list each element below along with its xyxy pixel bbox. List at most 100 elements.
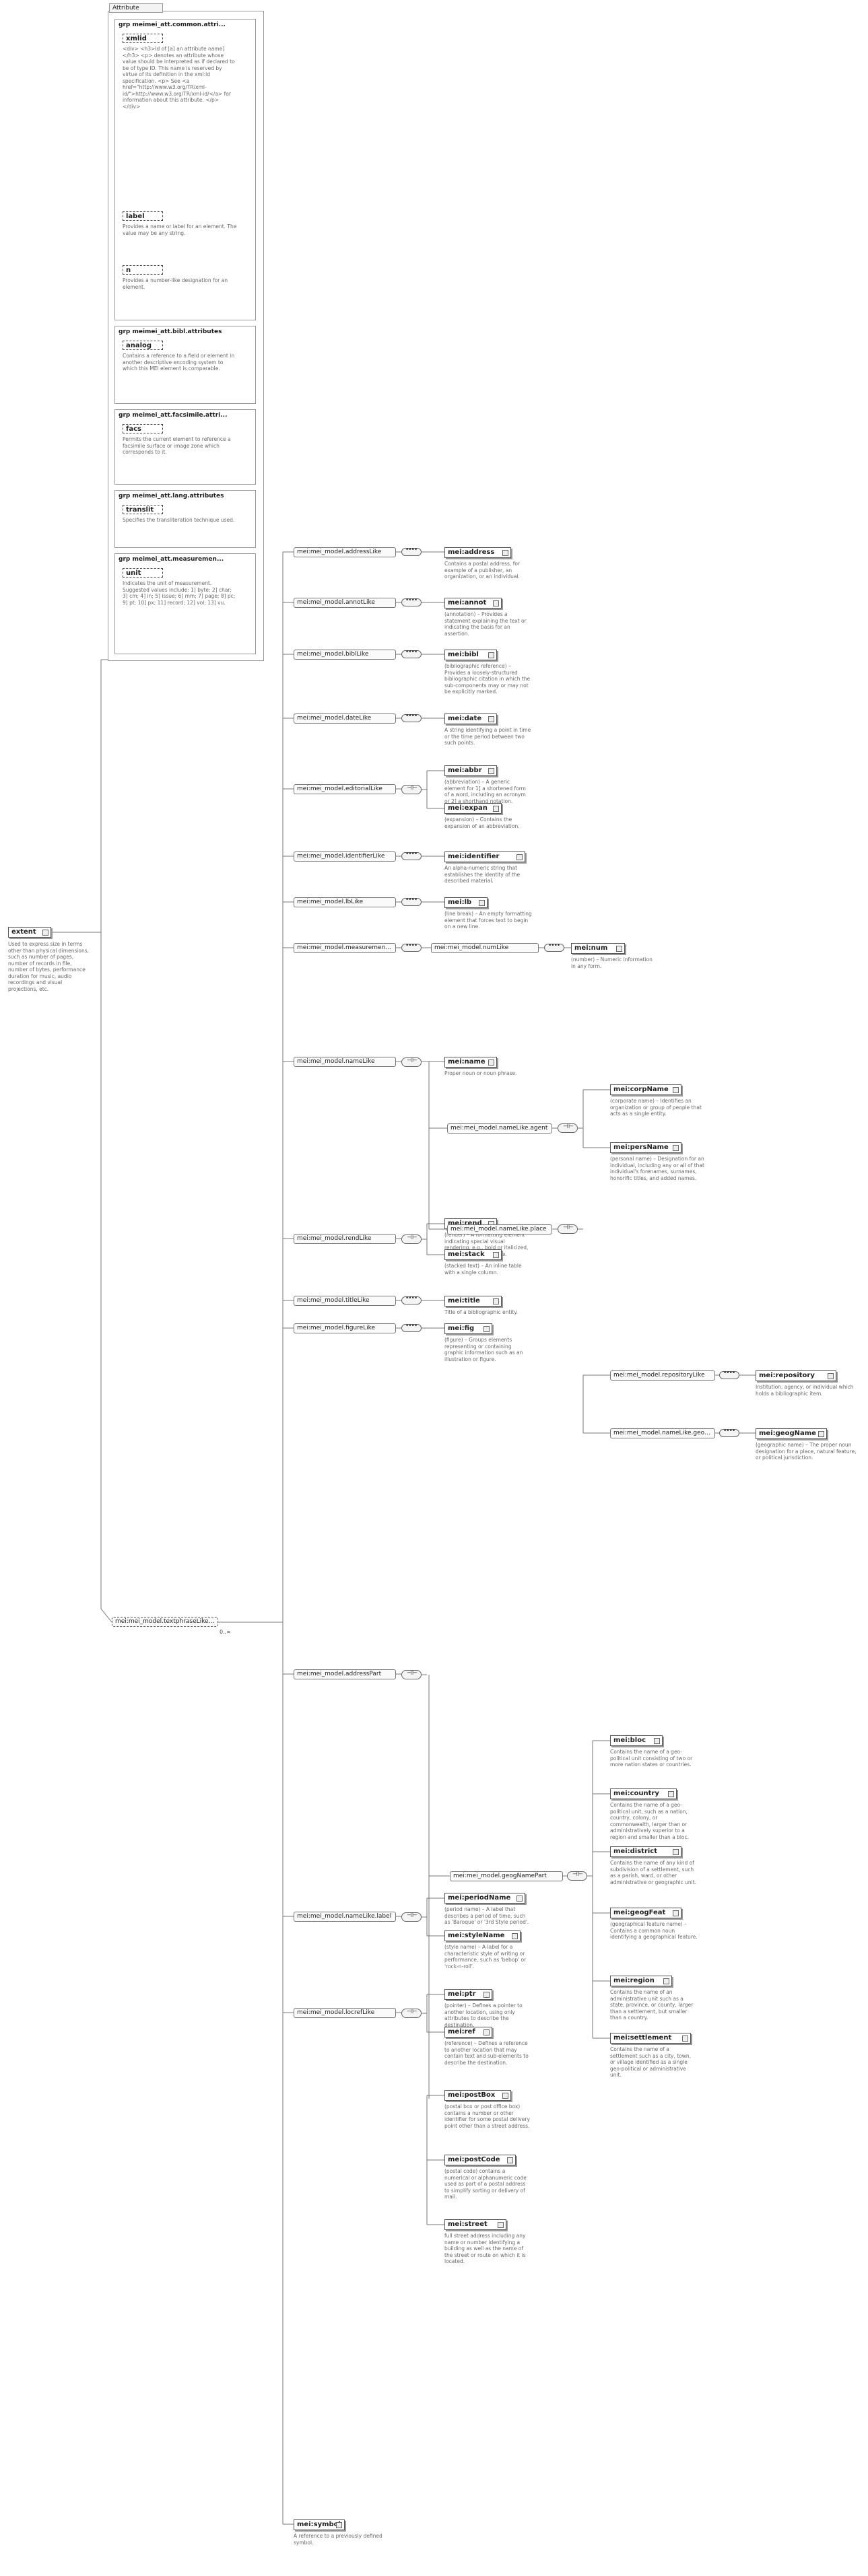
model-group-place-sub[interactable]: mei:mei_model.nameLike.geogName: [610, 1428, 715, 1438]
element-description: (geographic name) – The proper noun desi…: [756, 1442, 857, 1461]
choice-compositor: [401, 1057, 422, 1067]
model-group-nameLike-sub[interactable]: mei:mei_model.nameLike.agent: [447, 1123, 552, 1134]
element-description: Contains the name of any kind of subdivi…: [610, 1860, 697, 1885]
model-group-locrefLike[interactable]: mei:mei_model.locrefLike: [294, 2008, 396, 2018]
element-expan[interactable]: mei:expan: [444, 803, 502, 814]
choice-compositor: [558, 1224, 578, 1234]
element-description: (expansion) – Contains the expansion of …: [444, 816, 520, 829]
attribute-name[interactable]: facs: [123, 424, 163, 433]
model-group-numLike[interactable]: mei:mei_model.numLike: [431, 943, 539, 953]
attribute-description: <div> <h3>Id of [a] an attribute name]</…: [123, 46, 235, 110]
element-abbr[interactable]: mei:abbr: [444, 765, 497, 776]
attribute-description: Contains a reference to a field or eleme…: [123, 353, 235, 372]
element-description: Contains the name of a geo-political uni…: [610, 1749, 693, 1768]
model-group-biblLike[interactable]: mei:mei_model.biblLike: [294, 650, 396, 660]
attribute-name[interactable]: translit: [123, 505, 163, 514]
element-description: Contains the name of an administrative u…: [610, 1989, 694, 2021]
sequence-compositor: [544, 942, 564, 952]
attribute-name[interactable]: xmlid: [123, 34, 163, 43]
element-district[interactable]: mei:district: [610, 1846, 681, 1857]
element-postBox[interactable]: mei:postBox: [444, 2090, 511, 2101]
attribute-name[interactable]: label: [123, 211, 163, 221]
model-group-place-sub[interactable]: mei:mei_model.repositoryLike: [610, 1370, 715, 1381]
element-name[interactable]: mei:name: [444, 1057, 497, 1068]
sequence-compositor: [719, 1428, 739, 1437]
attribute-group-title: grp meimei_att.common.attri...: [119, 22, 226, 28]
model-group-titleLike[interactable]: mei:mei_model.titleLike: [294, 1296, 396, 1306]
element-settlement[interactable]: mei:settlement: [610, 2033, 691, 2044]
element-description: (postal code) contains a numerical or al…: [444, 2168, 527, 2200]
element-description: Title of a bibliographic entity.: [444, 1309, 519, 1315]
element-persName[interactable]: mei:persName: [610, 1142, 681, 1153]
attribute-name[interactable]: analog: [123, 341, 163, 350]
attribute-name[interactable]: unit: [123, 568, 163, 578]
element-address[interactable]: mei:address: [444, 547, 511, 558]
sequence-compositor: [401, 897, 422, 906]
model-group-nameLikeLabel[interactable]: mei:mei_model.nameLike.label: [294, 1912, 396, 1922]
element-identifier[interactable]: mei:identifier: [444, 851, 525, 862]
attribute-description: Permits the current element to reference…: [123, 436, 231, 455]
model-group-lbLike[interactable]: mei:mei_model.lbLike: [294, 897, 396, 907]
element-annot[interactable]: mei:annot: [444, 598, 502, 608]
element-symbol[interactable]: mei:symbol: [294, 2519, 345, 2530]
sequence-compositor: [401, 851, 422, 860]
element-country[interactable]: mei:country: [610, 1788, 677, 1799]
model-group-dateLike[interactable]: mei:mei_model.dateLike: [294, 713, 396, 724]
element-lb[interactable]: mei:lb: [444, 897, 488, 908]
sequence-compositor: [401, 547, 422, 556]
attribute-group: [114, 409, 256, 485]
attribute-tab[interactable]: Attribute: [109, 3, 163, 13]
element-bibl[interactable]: mei:bibl: [444, 650, 497, 660]
sequence-compositor: [719, 1370, 739, 1379]
element-description: A reference to a previously defined symb…: [294, 2533, 382, 2546]
element-geogFeat[interactable]: mei:geogFeat: [610, 1908, 681, 1918]
model-group-identifierLike[interactable]: mei:mei_model.identifierLike: [294, 851, 396, 862]
model-group-measurementLike[interactable]: mei:mei_model.measurementLike: [294, 943, 396, 953]
element-periodName[interactable]: mei:periodName: [444, 1893, 525, 1904]
choice-compositor: [401, 1670, 422, 1679]
attribute-group-title: grp meimei_att.lang.attributes: [119, 493, 224, 499]
element-fig[interactable]: mei:fig: [444, 1323, 492, 1334]
element-description: (reference) – Defines a reference to ano…: [444, 2040, 529, 2066]
element-repository[interactable]: mei:repository: [756, 1370, 836, 1381]
choice-compositor: [401, 2009, 422, 2018]
element-street[interactable]: mei:street: [444, 2219, 506, 2230]
model-group-geogNamePart[interactable]: mei:mei_model.geogNamePart: [450, 1871, 563, 1881]
element-ref[interactable]: mei:ref: [444, 2027, 492, 2038]
element-postCode[interactable]: mei:postCode: [444, 2155, 516, 2165]
element-styleName[interactable]: mei:styleName: [444, 1930, 521, 1941]
element-description: An alpha-numeric string that establishes…: [444, 865, 521, 884]
element-geogName[interactable]: mei:geogName: [756, 1428, 827, 1439]
element-num[interactable]: mei:num: [571, 943, 625, 954]
attribute-description: Indicates the unit of measurement. Sugge…: [123, 580, 236, 606]
model-group-nameLike[interactable]: mei:mei_model.nameLike: [294, 1057, 396, 1067]
element-corpName[interactable]: mei:corpName: [610, 1084, 681, 1095]
model-group-rendLike[interactable]: mei:mei_model.rendLike: [294, 1234, 396, 1244]
element-bloc[interactable]: mei:bloc: [610, 1735, 663, 1746]
extent-element[interactable]: extent: [8, 927, 51, 938]
element-description: (geographical feature name) – Contains a…: [610, 1921, 698, 1940]
textphrase-group[interactable]: mei:mei_model.textphraseLike.limited: [112, 1617, 218, 1627]
element-ptr[interactable]: mei:ptr: [444, 1989, 492, 2000]
model-group-figureLike[interactable]: mei:mei_model.figureLike: [294, 1323, 396, 1333]
element-region[interactable]: mei:region: [610, 1976, 672, 1986]
choice-compositor: [567, 1871, 587, 1881]
attribute-description: Provides a name or label for an element.…: [123, 223, 237, 236]
element-description: (abbreviation) – A generic element for 1…: [444, 779, 526, 804]
element-title[interactable]: mei:title: [444, 1296, 502, 1307]
model-group-nameLike-sub[interactable]: mei:mei_model.nameLike.place: [447, 1224, 552, 1234]
attribute-name[interactable]: n: [123, 265, 163, 275]
attribute-description: Provides a number-like designation for a…: [123, 277, 228, 290]
element-stack[interactable]: mei:stack: [444, 1249, 502, 1260]
choice-compositor: [401, 1912, 422, 1922]
element-description: Contains a postal address, for example o…: [444, 561, 521, 580]
element-description: (pointer) – Defines a pointer to another…: [444, 2003, 523, 2028]
extent-description: Used to express size in terms other than…: [8, 941, 90, 992]
model-group-annotLike[interactable]: mei:mei_model.annotLike: [294, 598, 396, 608]
model-group-editorialLike[interactable]: mei:mei_model.editorialLike: [294, 784, 396, 794]
element-date[interactable]: mei:date: [444, 713, 497, 724]
model-group-addressPart[interactable]: mei:mei_model.addressPart: [294, 1669, 396, 1679]
element-description: (postal box or post office box) contains…: [444, 2103, 530, 2129]
model-group-addressLike[interactable]: mei:mei_model.addressLike: [294, 547, 396, 557]
